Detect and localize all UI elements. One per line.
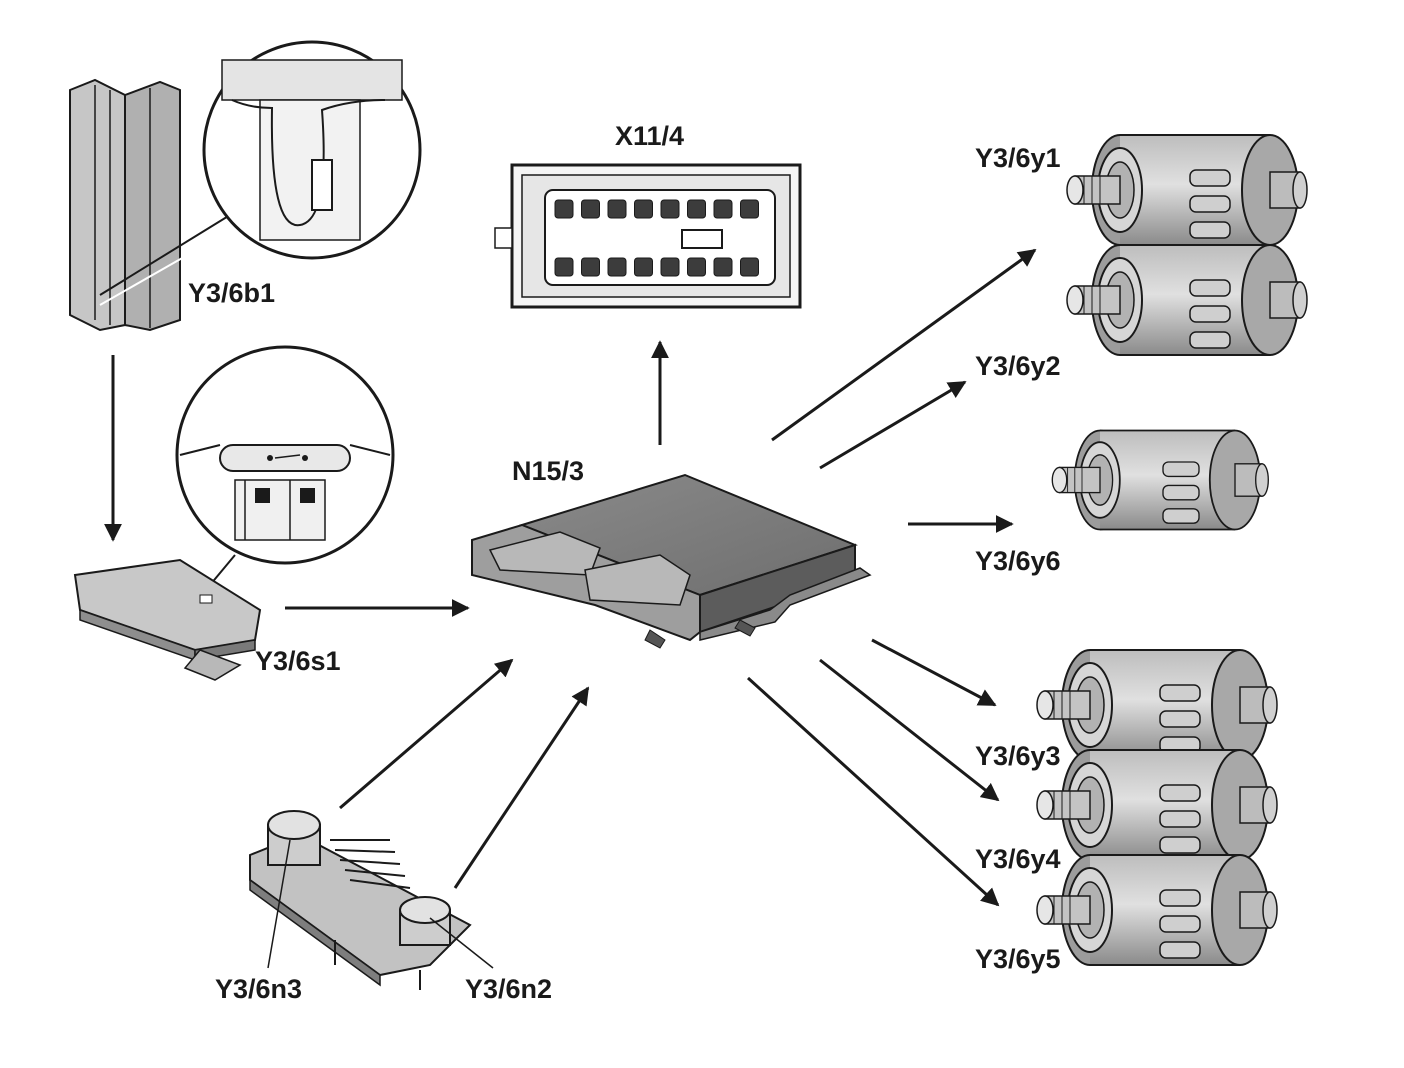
arrow-ecu-to-y2 [819, 380, 967, 470]
connector-pin [687, 199, 706, 219]
label-speed-sensor-n3: Y3/6n3 [215, 974, 302, 1004]
label-solenoid-y5: Y3/6y5 [975, 944, 1061, 974]
arrow-ecu-to-y1 [771, 248, 1037, 442]
label-connector: X11/4 [615, 121, 684, 151]
label-solenoid-y6: Y3/6y6 [975, 546, 1061, 576]
speed-sensor-assembly-illustration [249, 810, 494, 990]
solenoid-y5-illustration [1036, 854, 1278, 966]
connector-pin [607, 257, 627, 277]
connector-pin [713, 199, 733, 219]
connector-pin [581, 199, 600, 219]
label-solenoid-y3: Y3/6y3 [975, 741, 1061, 771]
connector-pin [660, 199, 680, 219]
connector-pin [687, 257, 706, 277]
arrow-ecu-to-y3 [871, 638, 997, 707]
connector-pin [740, 199, 759, 219]
connector-pin [740, 257, 759, 277]
solenoid-y4-illustration [1036, 749, 1278, 861]
label-speed-sensor-n2: Y3/6n2 [465, 974, 552, 1004]
label-starter-lockout: Y3/6s1 [255, 646, 341, 676]
connector-pin [581, 257, 600, 277]
arrow-ecu-to-y4 [819, 658, 1000, 802]
connector-pin [634, 257, 653, 277]
arrow-n3-to-ecu [339, 658, 514, 810]
starter-lockout-switch-illustration [73, 345, 395, 681]
connector-pin [554, 257, 574, 277]
solenoid-y3-illustration [1036, 649, 1278, 761]
arrow-n2-to-ecu [453, 686, 590, 889]
control-unit-illustration [471, 473, 872, 649]
label-solenoid-y1: Y3/6y1 [975, 143, 1061, 173]
connector-pin [713, 257, 733, 277]
solenoid-y1-illustration [1066, 134, 1308, 246]
solenoid-y6-illustration [1051, 429, 1270, 531]
connector-pin [607, 199, 627, 219]
solenoid-y2-illustration [1066, 244, 1308, 356]
connector-pin [660, 257, 680, 277]
label-temp-sensor: Y3/6b1 [188, 278, 275, 308]
arrow-ecu-to-y5 [746, 676, 1000, 907]
temperature-sensor-illustration [69, 40, 422, 332]
label-control-unit: N15/3 [512, 456, 584, 486]
connector-pin [634, 199, 653, 219]
label-solenoid-y2: Y3/6y2 [975, 351, 1061, 381]
connector-pin [554, 199, 574, 219]
connector-x11-4-illustration [494, 163, 802, 309]
label-solenoid-y4: Y3/6y4 [975, 844, 1061, 874]
